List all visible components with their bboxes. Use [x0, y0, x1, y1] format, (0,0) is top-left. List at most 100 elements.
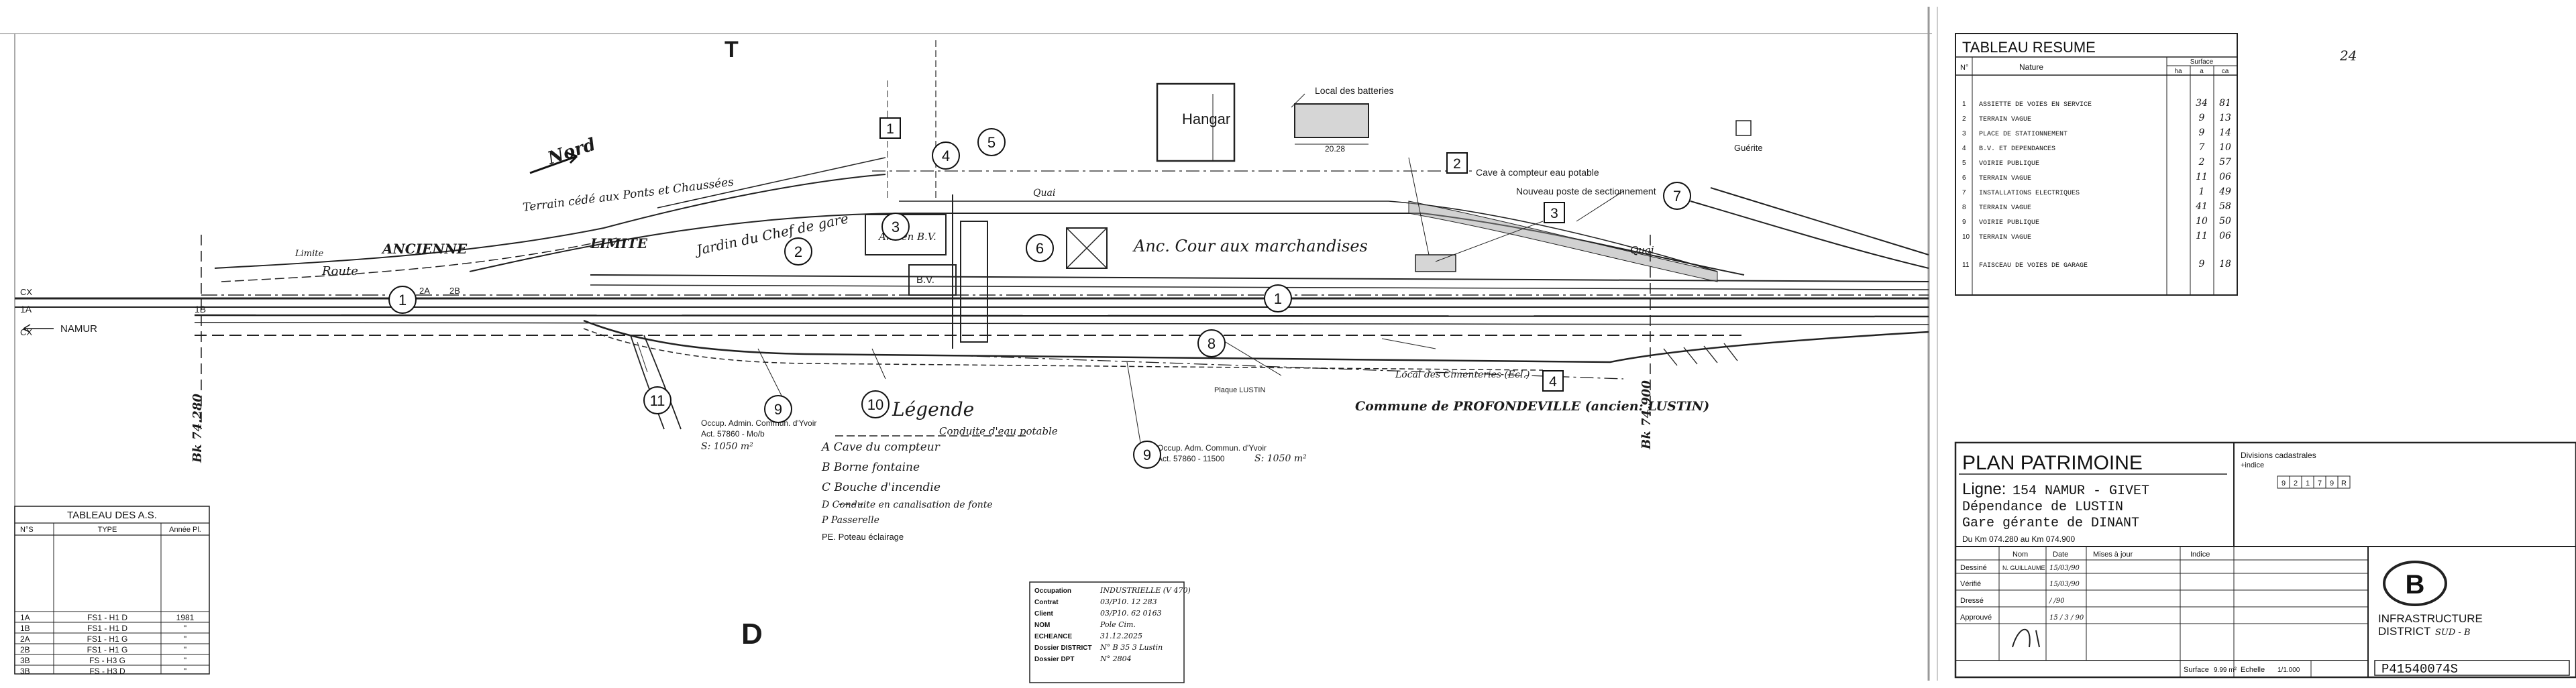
- site-plan: [0, 7, 1938, 681]
- svg-text:7: 7: [1673, 188, 1681, 205]
- track-label-2b: 2B: [449, 286, 460, 296]
- cave-label: Cave à compteur eau potable: [1476, 167, 1599, 178]
- svg-text:10: 10: [867, 396, 883, 413]
- svg-text:4: 4: [942, 148, 950, 164]
- signature-mark: [2012, 628, 2040, 648]
- parcel-marker-9a[interactable]: 9: [764, 395, 792, 423]
- infra-line1: INFRASTRUCTURE: [2378, 612, 2483, 625]
- tableau-as-head-n: N°S: [20, 526, 34, 534]
- resume-row-a: 34: [2196, 98, 2208, 109]
- local-cimenteries-label: Local des Cimenteries (Ecl.): [1395, 369, 1529, 380]
- parcel-marker-3[interactable]: 3: [881, 213, 910, 241]
- tableau-as-head-annee: Année Pl.: [169, 526, 201, 534]
- svg-text:1: 1: [886, 121, 894, 137]
- parcel-markers: 1 1 2 3 4 5 6 7 8 9 9 10 11: [388, 128, 1691, 469]
- resume-row-n: 6: [1962, 174, 1966, 182]
- parcel-marker-2[interactable]: 2: [784, 237, 812, 266]
- divisions-sub: +indice: [2241, 461, 2264, 469]
- resume-row-nature: TERRAIN VAGUE: [1979, 175, 2031, 182]
- occup9-line1: Occup. Admin. Commun. d'Yvoir: [701, 418, 816, 428]
- svg-text:1: 1: [1274, 290, 1282, 307]
- resume-unit-a: a: [2200, 68, 2204, 75]
- occupation-key: NOM: [1034, 622, 1050, 629]
- infra-district: SUD - B: [2435, 628, 2471, 638]
- ligne-value: 154 NAMUR - GIVET: [2012, 483, 2149, 499]
- dependance: Dépendance de LUSTIN: [1962, 500, 2123, 515]
- parcel-marker-4[interactable]: 4: [932, 141, 960, 170]
- track-label-cx-top: CX: [20, 287, 32, 297]
- resume-row-nature: TERRAIN VAGUE: [1979, 234, 2031, 241]
- parcel-marker-5[interactable]: 5: [977, 128, 1006, 156]
- resume-row-a: 2: [2198, 157, 2205, 168]
- as-row-year: ": [184, 624, 186, 633]
- resume-row-nature: VOIRIE PUBLIQUE: [1979, 160, 2039, 168]
- resume-row-ca: 10: [2219, 142, 2231, 153]
- as-row-type: FS1 - H1 D: [87, 613, 127, 622]
- cour-label: Anc. Cour aux marchandises: [1132, 237, 1368, 255]
- divisions-label: Divisions cadastrales: [2241, 451, 2316, 460]
- boxed-marker-1[interactable]: 1: [879, 117, 901, 139]
- resume-row-a: 9: [2199, 259, 2205, 270]
- resume-row-n: 1: [1962, 101, 1966, 108]
- boxed-marker-3[interactable]: 3: [1544, 202, 1565, 223]
- track-label-cx-bottom: CX: [20, 327, 32, 337]
- parcel-marker-8[interactable]: 8: [1197, 329, 1226, 357]
- parcel-marker-6[interactable]: 6: [1026, 234, 1054, 262]
- as-row-num: 2A: [20, 634, 30, 644]
- as-row-year: 1981: [176, 613, 195, 622]
- occupation-value: Pole Cim.: [1099, 620, 1136, 629]
- svg-text:11: 11: [650, 392, 665, 409]
- boxed-markers: 1 2 3 4: [879, 117, 1565, 392]
- role-date: 15 / 3 / 90: [2049, 614, 2084, 622]
- resume-row-n: 9: [1962, 219, 1966, 226]
- parcel-marker-10[interactable]: 10: [861, 390, 890, 418]
- resume-row-n: 4: [1962, 145, 1966, 152]
- resume-row-ca: 13: [2219, 113, 2231, 123]
- occup9b-line1: Occup. Adm. Commun. d'Yvoir: [1157, 443, 1267, 453]
- parcel-marker-1b[interactable]: 1: [1264, 284, 1292, 312]
- resume-row-nature: TERRAIN VAGUE: [1979, 116, 2031, 123]
- resume-row-n: 3: [1962, 130, 1966, 137]
- plan-number: P41540074S: [2381, 662, 2458, 677]
- resume-row-ca: 49: [2218, 186, 2231, 197]
- as-row-year: ": [184, 656, 186, 665]
- bv-label: B.V.: [916, 274, 934, 286]
- legend-item-6: PE. Poteau éclairage: [822, 532, 904, 542]
- legend-item-5: P Passerelle: [821, 515, 879, 526]
- nouveau-poste-label: Nouveau poste de sectionnement: [1516, 186, 1656, 196]
- parcel-marker-11[interactable]: 11: [643, 386, 672, 414]
- boxed-marker-4[interactable]: 4: [1542, 370, 1564, 392]
- parcel-marker-1a[interactable]: 1: [388, 286, 417, 314]
- echelle-value: 1/1.000: [2277, 667, 2300, 674]
- svg-text:9: 9: [774, 401, 782, 418]
- occupation-key: Dossier DISTRICT: [1034, 644, 1092, 652]
- legend-title: Légende: [892, 398, 974, 420]
- route-label: Route: [321, 264, 358, 278]
- resume-row-a: 41: [2195, 201, 2208, 212]
- resume-row-ca: 57: [2219, 157, 2231, 168]
- quai-label: Quai: [1033, 188, 1055, 198]
- as-row-num: 1A: [20, 613, 30, 622]
- parcel-marker-7[interactable]: 7: [1663, 182, 1691, 210]
- occupation-value: 31.12.2025: [1100, 632, 1142, 640]
- quai-label-right: Quai: [1630, 244, 1654, 256]
- role-date: 15/03/90: [2049, 565, 2080, 572]
- surface-value: 9.99 m²: [2214, 667, 2237, 674]
- title-block: PLAN PATRIMOINE Ligne: 154 NAMUR - GIVET…: [1954, 441, 2576, 679]
- surface-label: Surface: [2184, 666, 2209, 674]
- division-cell-text: 1: [2306, 479, 2310, 488]
- as-row-num: 2B: [20, 645, 30, 654]
- occupation-key: Occupation: [1034, 587, 1071, 595]
- occupation-value: 03/P10. 62 0163: [1100, 609, 1162, 618]
- role-label: Approuvé: [1960, 614, 1992, 622]
- boxed-marker-2[interactable]: 2: [1446, 152, 1468, 174]
- division-cell-text: 2: [2294, 479, 2298, 488]
- division-cell-text: 9: [2282, 479, 2286, 488]
- occup9-line2: Act. 57860 - Mo/b: [701, 429, 765, 439]
- resume-row-a: 1: [2199, 186, 2205, 197]
- parcel-marker-9b[interactable]: 9: [1133, 441, 1161, 469]
- occupation-key: Client: [1034, 610, 1053, 618]
- svg-text:2: 2: [794, 243, 802, 260]
